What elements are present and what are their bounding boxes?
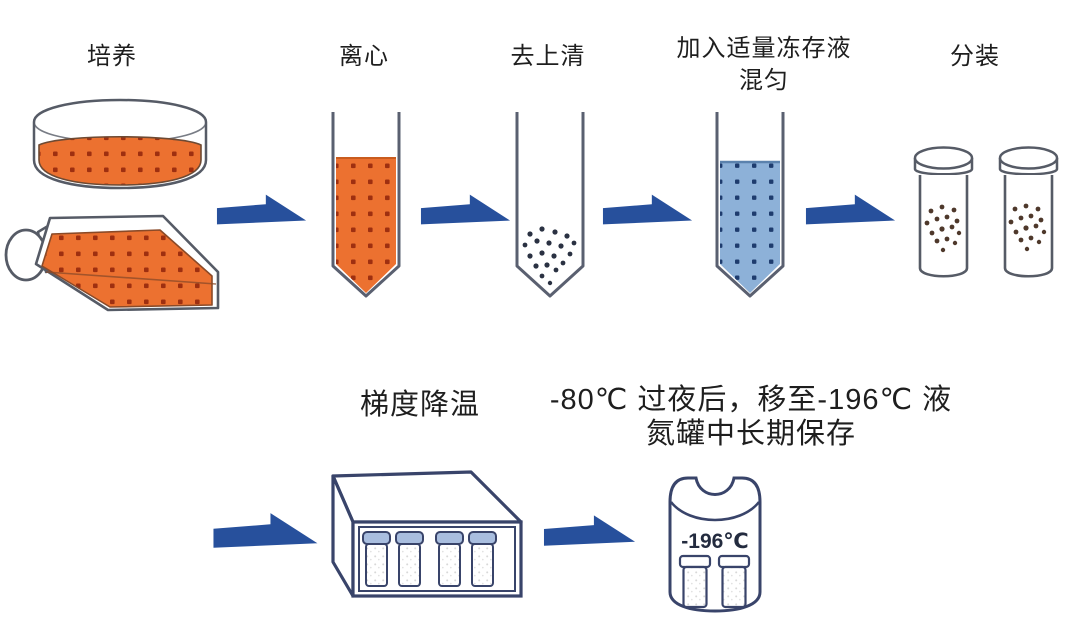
step-label-culture: 培养 bbox=[87, 43, 137, 70]
cell-dots bbox=[1008, 203, 1047, 252]
cell-pellet-dots bbox=[522, 226, 577, 286]
cryovial-in-box-icon bbox=[395, 531, 424, 587]
cell-dots bbox=[924, 204, 962, 253]
centrifuge-tube-cryomedium-icon bbox=[712, 110, 788, 302]
cryovial-in-box-icon bbox=[362, 531, 391, 587]
tank-temperature-label: -196℃ bbox=[681, 530, 748, 553]
cooling-box-icon bbox=[325, 466, 525, 602]
petri-dish-icon bbox=[30, 98, 210, 206]
flow-arrow-icon bbox=[216, 193, 308, 227]
cryovial-in-box-icon bbox=[435, 531, 464, 587]
flow-arrow-icon bbox=[543, 514, 637, 548]
cryovial-in-tank-icon bbox=[717, 554, 751, 609]
step-label-aliquot: 分装 bbox=[950, 43, 1000, 70]
step-label-remove-supernatant: 去上清 bbox=[510, 43, 586, 70]
cryovial-icon bbox=[912, 145, 975, 287]
cryovial-in-box-icon bbox=[468, 531, 497, 587]
nitrogen-tank-icon: -196℃ bbox=[662, 466, 768, 616]
step-label-add-cryomedium: 加入适量冻存液 bbox=[676, 35, 852, 62]
step-label-centrifuge: 离心 bbox=[339, 43, 389, 70]
centrifuge-tube-pellet-icon bbox=[512, 110, 588, 302]
step-label-storage-line1: -80℃ 过夜后，移至-196℃ 液 bbox=[549, 384, 953, 416]
cryovial-icon bbox=[997, 145, 1060, 287]
flow-arrow-icon bbox=[420, 193, 512, 227]
flow-arrow-icon bbox=[805, 193, 897, 227]
cryovial-in-tank-icon bbox=[678, 554, 712, 609]
centrifuge-tube-cells-icon bbox=[328, 110, 404, 302]
step-label-mix: 混匀 bbox=[739, 67, 789, 94]
step-label-storage-line2: 氮罐中长期保存 bbox=[645, 418, 857, 450]
flow-arrow-icon bbox=[212, 512, 320, 550]
step-label-gradient-cooling: 梯度降温 bbox=[359, 389, 481, 421]
flow-arrow-icon bbox=[602, 193, 694, 227]
culture-flask-icon bbox=[2, 198, 240, 322]
